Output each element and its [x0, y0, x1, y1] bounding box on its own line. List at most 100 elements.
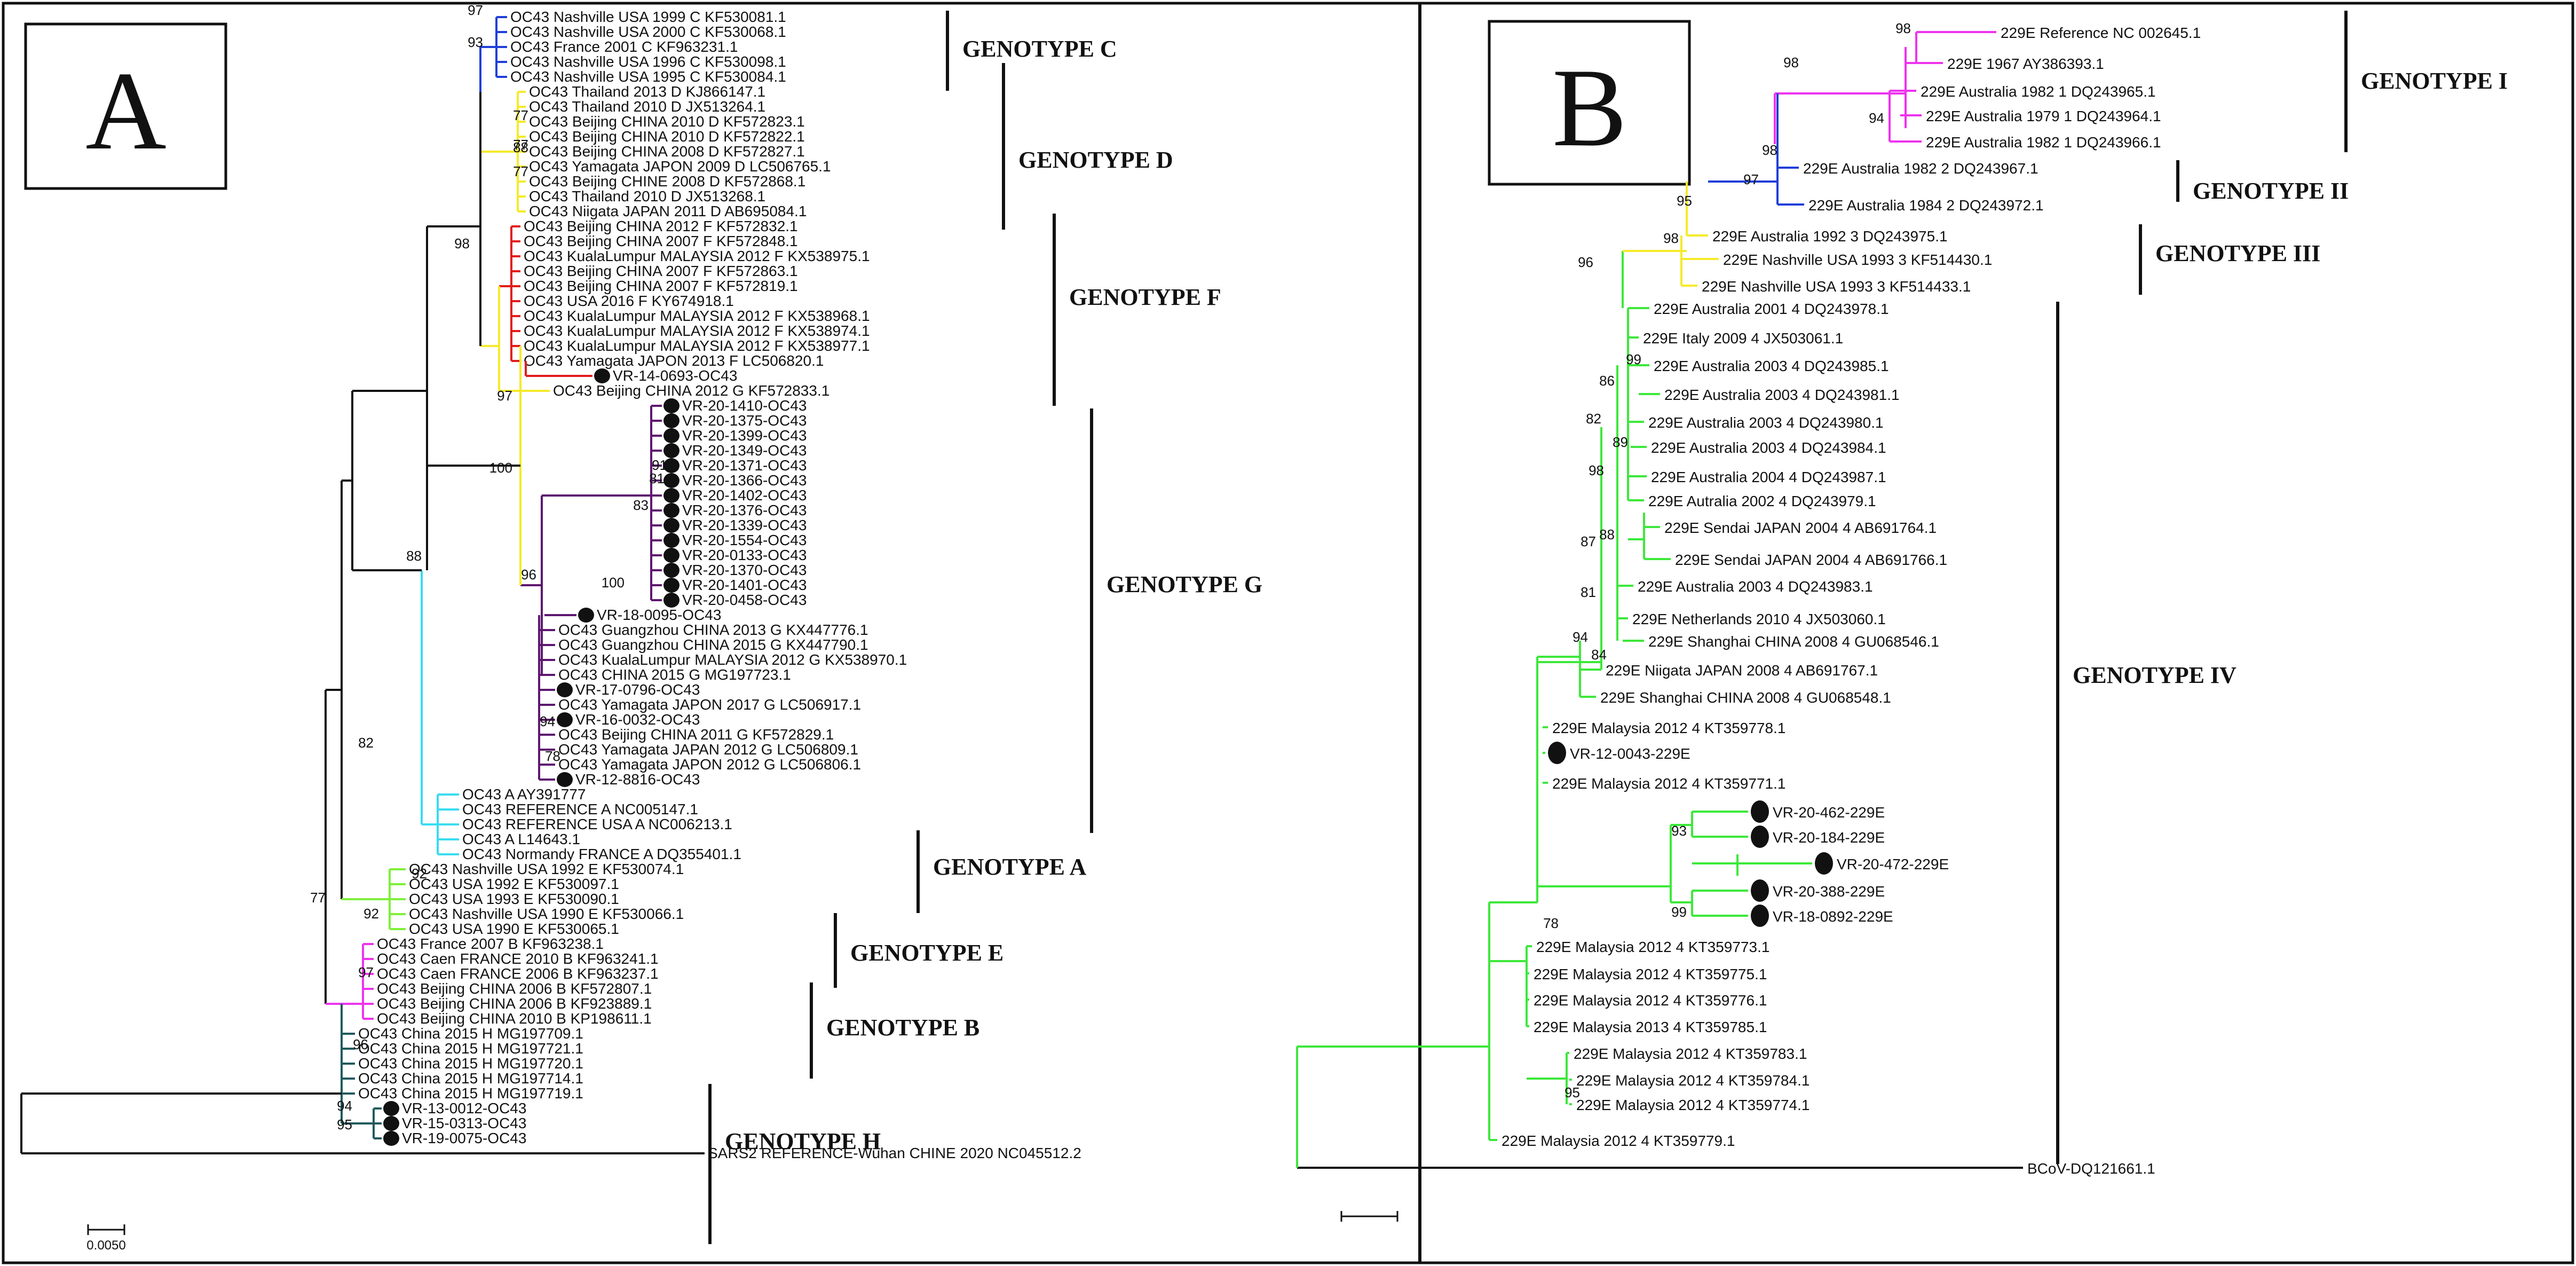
tree-leaf: 229E Malaysia 2013 4 KT359785.1	[1527, 1019, 1767, 1035]
tree-leaf: 229E Australia 1982 1 DQ243966.1	[1890, 134, 2161, 151]
leaf-label: 229E Australia 2003 4 DQ243984.1	[1651, 439, 1886, 456]
tree-leaf: OC43 Thailand 2010 D JX513264.1	[518, 98, 765, 115]
leaf-label: OC43 USA 2016 F KY674918.1	[524, 293, 734, 309]
sample-marker	[663, 458, 679, 473]
bootstrap-value: 93	[468, 34, 483, 50]
tree-leaf: VR-20-1402-OC43	[651, 487, 807, 504]
leaf-label: OC43 Beijing CHINE 2008 D KF572868.1	[529, 173, 805, 190]
tree-leaf: VR-20-1349-OC43	[651, 442, 807, 459]
tree-leaf: OC43 Caen FRANCE 2010 B KF963241.1	[363, 950, 659, 967]
leaf-label: OC43 A L14643.1	[462, 831, 580, 847]
bootstrap-value: 92	[364, 906, 379, 922]
panel-a-letter-box	[24, 22, 227, 190]
tree-leaf: VR-20-1339-OC43	[651, 517, 807, 533]
leaf-label: OC43 CHINA 2015 G MG197723.1	[558, 666, 791, 683]
leaf-label: OC43 Yamagata JAPON 2009 D LC506765.1	[529, 158, 831, 175]
sample-marker	[594, 368, 610, 383]
bootstrap-value: 100	[489, 460, 512, 476]
leaf-label: OC43 Beijing CHINA 2011 G KF572829.1	[558, 726, 834, 743]
genotype-label: GENOTYPE A	[933, 854, 1086, 880]
leaf-label: VR-20-462-229E	[1773, 804, 1885, 821]
tree-leaf: OC43 Beijing CHINA 2010 D KF572822.1	[518, 128, 805, 145]
leaf-label: 229E Australia 1979 1 DQ243964.1	[1926, 108, 2161, 124]
tree-leaf: OC43 France 2007 B KF963238.1	[363, 935, 604, 952]
tree-leaf: VR-18-0892-229E	[1692, 905, 1893, 927]
scale-bar-b	[1340, 1211, 1398, 1222]
leaf-label: OC43 Beijing CHINA 2008 D KF572827.1	[529, 143, 805, 160]
genotype-label: GENOTYPE I	[2361, 68, 2508, 94]
leaf-label: VR-20-184-229E	[1773, 829, 1885, 846]
tree-leaf: OC43 China 2015 H MG197719.1	[342, 1085, 583, 1102]
genotype-label: GENOTYPE IV	[2073, 662, 2237, 688]
sample-marker	[1751, 905, 1769, 927]
sample-marker	[557, 712, 573, 727]
leaf-label: 229E Niigata JAPAN 2008 4 AB691767.1	[1606, 662, 1878, 679]
leaf-label: OC43 Nashville USA 1992 E KF530074.1	[409, 861, 684, 877]
leaf-label: OC43 Niigata JAPAN 2011 D AB695084.1	[529, 203, 807, 219]
leaf-label: 229E Australia 2003 4 DQ243981.1	[1664, 387, 1900, 403]
tree-leaf: 229E Italy 2009 4 JX503061.1	[1628, 330, 1843, 347]
leaf-label: OC43 Nashville USA 2000 C KF530068.1	[510, 23, 786, 40]
bootstrap-value: 91	[652, 457, 667, 473]
sample-marker	[663, 428, 679, 443]
sample-marker	[663, 503, 679, 518]
genotype-group: GENOTYPE II	[2176, 160, 2349, 204]
genotype-group: GENOTYPE B	[810, 982, 979, 1079]
leaf-label: VR-20-1554-OC43	[682, 532, 807, 548]
tree-leaf: VR-20-462-229E	[1692, 800, 1885, 823]
tree-leaf: 229E Nashville USA 1993 3 KF514433.1	[1681, 278, 1971, 295]
genotype-label: GENOTYPE C	[962, 36, 1117, 62]
sample-marker	[663, 578, 679, 593]
leaf-label: OC43 Yamagata JAPAN 2012 G LC506809.1	[558, 741, 858, 758]
tree-leaf: OC43 A AY391777	[438, 786, 586, 803]
tree-leaf: OC43 Caen FRANCE 2006 B KF963237.1	[363, 965, 659, 982]
tree-leaf: 229E Shanghai CHINA 2008 4 GU068548.1	[1580, 689, 1891, 706]
leaf-label: 229E Australia 1982 1 DQ243965.1	[1921, 83, 2156, 100]
tree-leaf: VR-15-0313-OC43	[374, 1115, 526, 1131]
tree-leaf: OC43 Niigata JAPAN 2011 D AB695084.1	[518, 203, 807, 219]
leaf-label: OC43 Beijing CHINA 2007 F KF572848.1	[524, 233, 798, 249]
tree-leaf: 229E Malaysia 2012 4 KT359776.1	[1527, 992, 1767, 1009]
genotype-label: GENOTYPE B	[826, 1015, 979, 1041]
tree-leaf: 229E Australia 2003 4 DQ243984.1	[1631, 439, 1886, 456]
leaf-label: OC43 China 2015 H MG197714.1	[358, 1070, 583, 1087]
tree-leaf: OC43 Thailand 2013 D KJ866147.1	[518, 83, 765, 100]
bootstrap-value: 88	[1599, 526, 1615, 542]
leaf-label: 229E Autralia 2002 4 DQ243979.1	[1648, 493, 1876, 509]
scale-bar-label: 0.0050	[86, 1238, 125, 1253]
leaf-label: 229E Australia 2003 4 DQ243980.1	[1648, 414, 1884, 431]
leaf-label: OC43 Beijing CHINA 2012 G KF572833.1	[553, 382, 829, 399]
tree-leaf: 229E Autralia 2002 4 DQ243979.1	[1628, 493, 1876, 509]
sample-marker	[663, 473, 679, 488]
tree-leaf: 229E Nashville USA 1993 3 KF514430.1	[1681, 251, 1992, 268]
bootstrap-value: 88	[406, 548, 422, 564]
bootstrap-value: 98	[1589, 462, 1604, 478]
leaf-label: OC43 Guangzhou CHINA 2015 G KX447790.1	[558, 636, 868, 653]
tree-leaf: VR-20-1371-OC43	[651, 457, 807, 474]
bootstrap-value: 77	[513, 137, 528, 153]
leaf-label: 229E Australia 1984 2 DQ243972.1	[1808, 197, 2044, 214]
leaf-label: 229E Malaysia 2012 4 KT359778.1	[1552, 720, 1785, 736]
sample-marker	[557, 772, 573, 787]
leaf-label: 229E Malaysia 2012 4 KT359783.1	[1574, 1045, 1807, 1062]
leaf-label: VR-20-1371-OC43	[682, 457, 807, 474]
tree-leaf: OC43 USA 2016 F KY674918.1	[511, 293, 734, 309]
bootstrap-value: 82	[1586, 411, 1601, 427]
bootstrap-value: 92	[412, 866, 427, 882]
tree-leaf: OC43 Thailand 2010 D JX513268.1	[518, 188, 765, 205]
sample-marker	[1751, 800, 1769, 823]
tree-panel-a: OC43 Nashville USA 1999 C KF530081.1OC43…	[20, 2, 1262, 1244]
tree-leaf: OC43 USA 1993 E KF530090.1	[390, 891, 619, 907]
sample-marker	[663, 518, 679, 533]
genotype-label: GENOTYPE II	[2193, 178, 2349, 204]
tree-leaf: OC43 China 2015 H MG197721.1	[342, 1040, 583, 1057]
leaf-label: OC43 Beijing CHINA 2010 B KP198611.1	[377, 1010, 652, 1027]
tree-leaf: OC43 Beijing CHINA 2011 G KF572829.1	[539, 726, 834, 743]
leaf-label: OC43 KualaLumpur MALAYSIA 2012 F KX53896…	[524, 308, 870, 324]
leaf-label: OC43 KualaLumpur MALAYSIA 2012 G KX53897…	[558, 651, 907, 668]
bootstrap-value: 84	[1591, 647, 1607, 663]
tree-leaf: OC43 Yamagata JAPON 2017 G LC506917.1	[539, 696, 861, 713]
leaf-label: VR-20-1401-OC43	[682, 577, 807, 593]
tree-leaf: 229E Malaysia 2012 4 KT359771.1	[1543, 775, 1785, 792]
leaf-label: OC43 Thailand 2010 D JX513264.1	[529, 98, 765, 115]
